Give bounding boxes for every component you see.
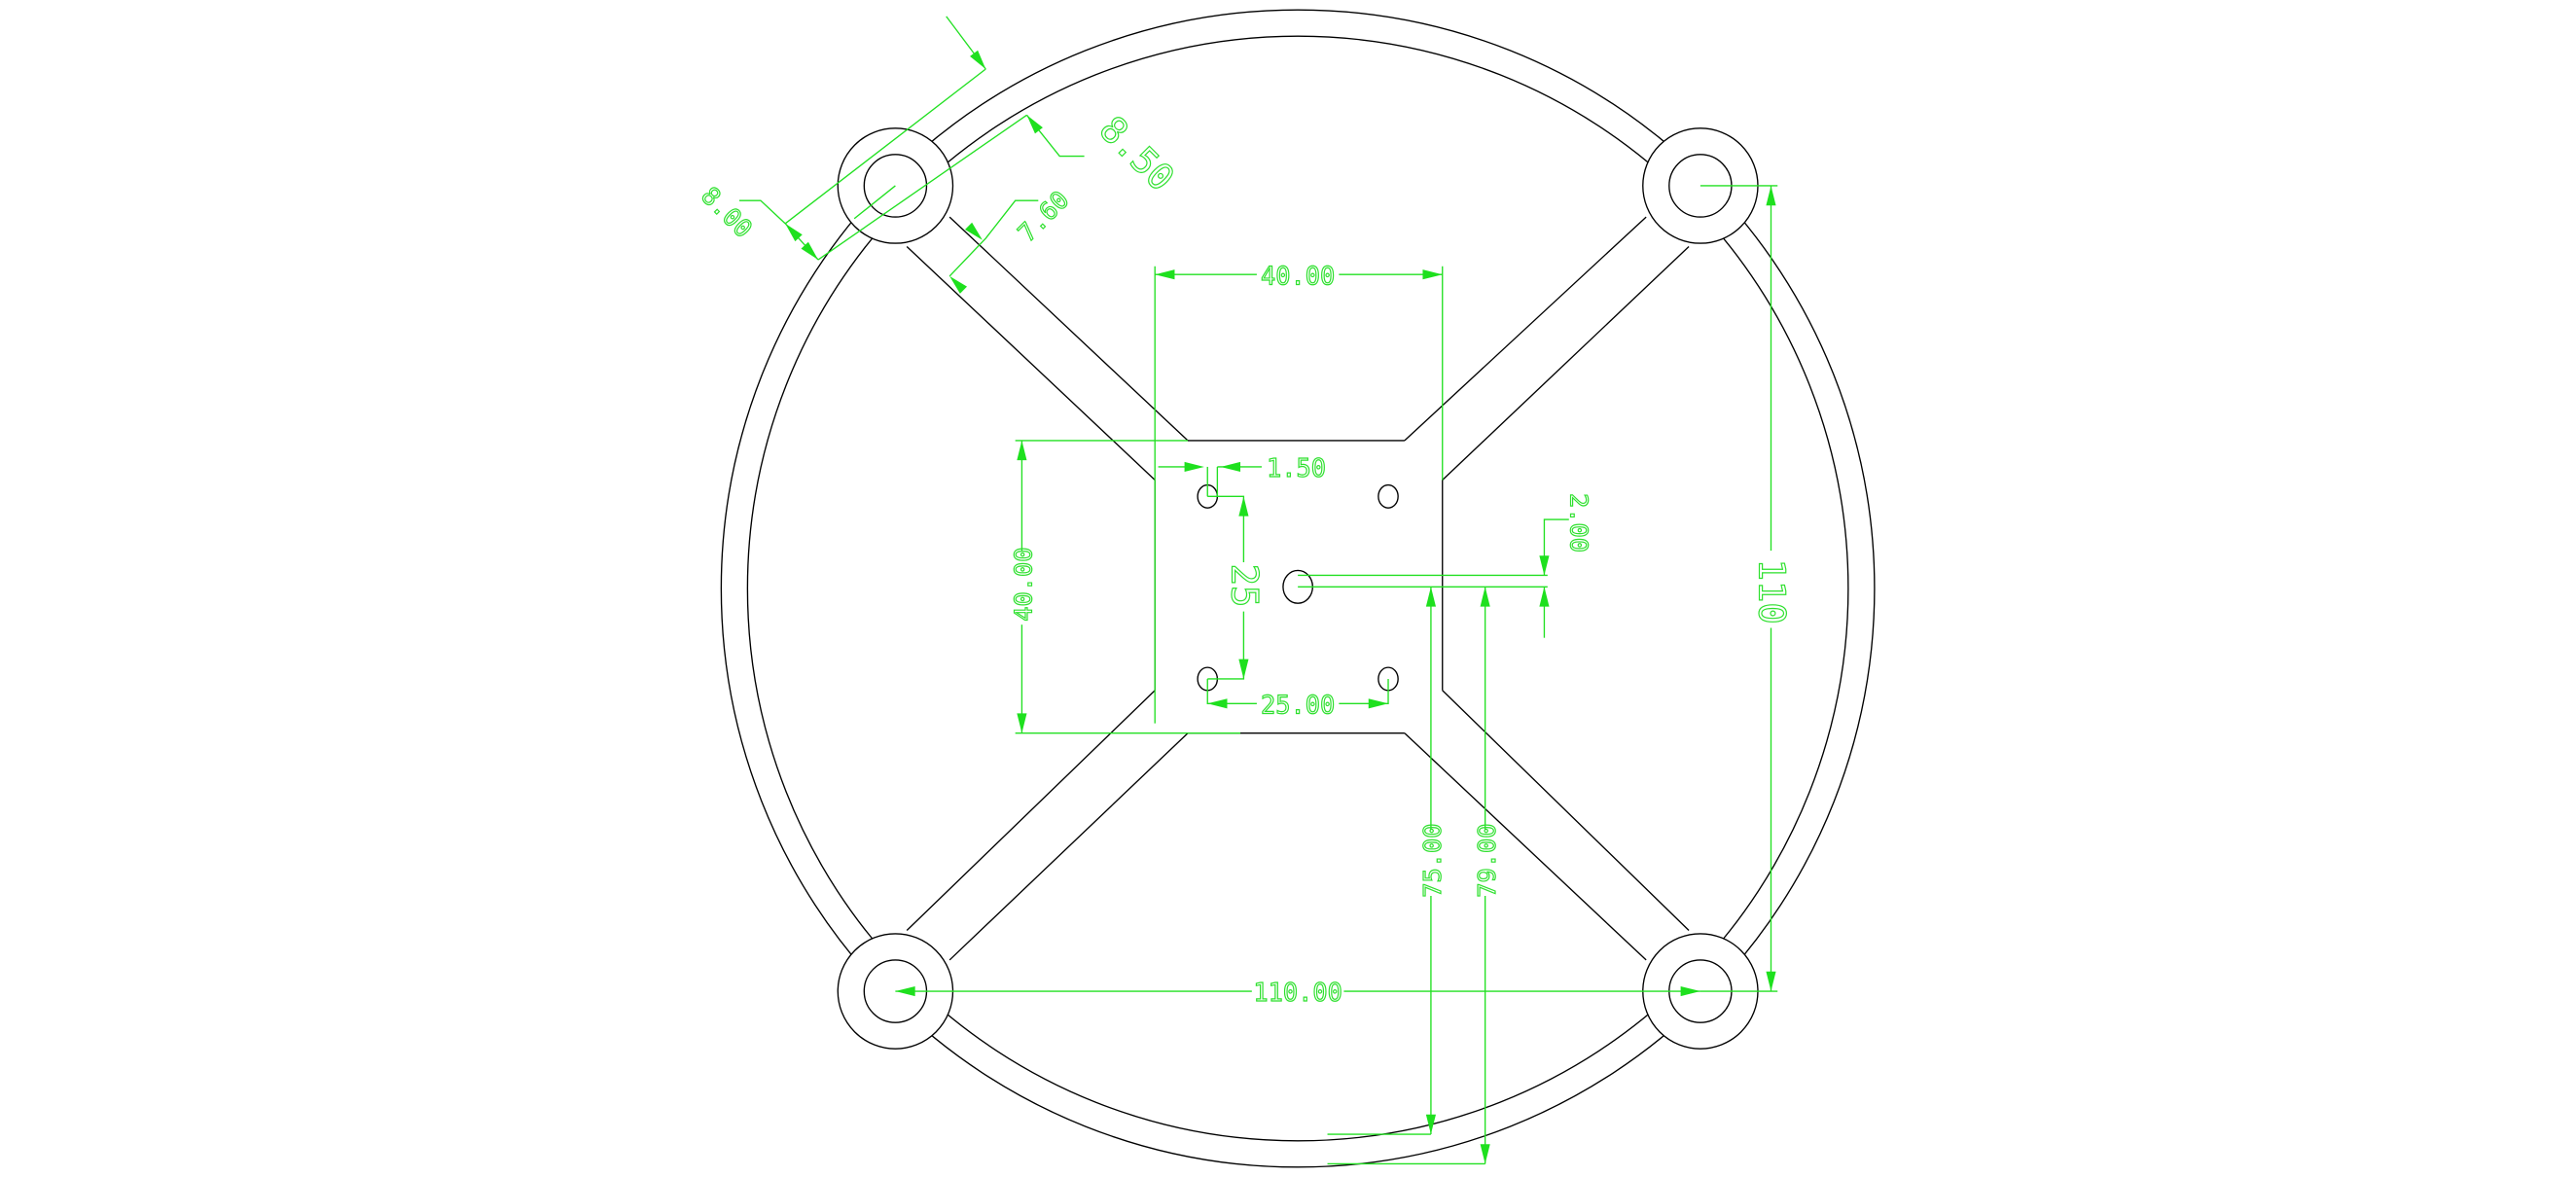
dimension-arrowhead [1539, 587, 1550, 607]
dimension-arrowhead [1539, 555, 1550, 576]
dimension-arrowhead [1425, 1114, 1436, 1135]
dimension-arrowhead [1017, 713, 1027, 733]
dimension-arrowhead [1207, 698, 1228, 709]
dim-rim-width: 8.00 [696, 181, 758, 243]
dimension-arrowhead [1766, 971, 1776, 992]
dimension-arrowhead [785, 223, 803, 242]
dimension-arrowhead [1238, 659, 1249, 679]
dim-hole-offset: 1.50 [1267, 453, 1326, 482]
dim-center-offset: 2.00 [1564, 493, 1593, 553]
dim-mount-spacing-horizontal: 110.00 [1253, 978, 1342, 1007]
dimension-arrowhead [1017, 440, 1027, 461]
dimension-arrowhead [949, 275, 968, 294]
dimension-arrowhead [1220, 461, 1241, 473]
dimension-arrowhead [801, 241, 819, 261]
dimension-arrows [785, 50, 1776, 1164]
dimension-arrowhead [1238, 496, 1249, 517]
dim-inner-radius: 75.00 [1417, 823, 1447, 897]
dimension-arrowhead [895, 985, 915, 997]
dimension-arrowhead [1766, 185, 1776, 206]
dimension-arrowhead [1026, 115, 1043, 134]
dimension-arrowhead [1425, 587, 1436, 607]
dimension-arrowhead [1480, 1144, 1490, 1164]
dim-rim-outer: 8.50 [1091, 108, 1183, 199]
dim-arm-width: 7.60 [1012, 185, 1074, 247]
dim-outer-radius: 79.00 [1472, 823, 1501, 897]
dimension-arrowhead [1155, 269, 1175, 280]
dimension-arrowhead [970, 50, 986, 69]
dim-mount-spacing-vertical: 110 [1751, 559, 1793, 624]
dimension-arrowhead [1422, 269, 1443, 280]
rim-inner-edge [746, 35, 1849, 1142]
dim-plate-width-top: 40.00 [1261, 261, 1335, 290]
dimension-arrowhead [1480, 587, 1490, 607]
dim-plate-height-left: 40.00 [1009, 548, 1038, 622]
dimension-arrowhead [1680, 985, 1700, 997]
dim-hole-spacing-vertical: 25 [1224, 564, 1266, 608]
dimension-arrowhead [1184, 461, 1204, 473]
rim-outer-edge [720, 9, 1876, 1168]
dimension-arrowhead [1368, 698, 1389, 709]
dim-hole-spacing-horizontal: 25.00 [1261, 690, 1335, 719]
dimension-arrowhead [964, 222, 983, 240]
